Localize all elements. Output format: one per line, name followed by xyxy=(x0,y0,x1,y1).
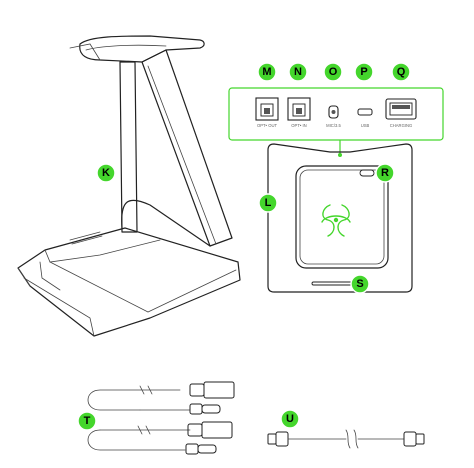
callout-t: T xyxy=(77,411,97,431)
optical-out-port: OPT• OUT xyxy=(255,97,279,128)
callout-u: U xyxy=(280,409,300,429)
optical-in-label: OPT• IN xyxy=(291,123,306,128)
port-panel: OPT• OUT OPT• IN MIC/3.5 USB CHARGING xyxy=(228,87,444,141)
usb-charging-label: CHARGING xyxy=(390,123,413,128)
callout-p: P xyxy=(354,62,374,82)
optical-cable xyxy=(267,429,425,449)
svg-text:M: M xyxy=(262,66,271,78)
callout-k: K xyxy=(96,163,116,183)
optical-in-port: OPT• IN xyxy=(287,97,311,128)
callout-s: S xyxy=(350,274,370,294)
svg-text:Q: Q xyxy=(397,66,406,78)
callout-n: N xyxy=(288,62,308,82)
micro-usb-port: USB xyxy=(357,108,373,128)
audio-jack-label: MIC/3.5 xyxy=(326,123,341,128)
svg-text:U: U xyxy=(286,413,294,425)
audio-jack-port: MIC/3.5 xyxy=(326,105,341,128)
svg-text:L: L xyxy=(265,197,272,209)
micro-usb-label: USB xyxy=(361,123,370,128)
callout-q: Q xyxy=(391,62,411,82)
usb-charging-port: CHARGING xyxy=(385,98,417,128)
svg-text:P: P xyxy=(360,66,367,78)
callout-o: O xyxy=(323,62,343,82)
callout-r: R xyxy=(375,163,395,183)
svg-text:T: T xyxy=(84,415,91,427)
callout-m: M xyxy=(257,62,277,82)
svg-text:R: R xyxy=(381,167,389,179)
usb-cable xyxy=(87,381,235,455)
optical-out-label: OPT• OUT xyxy=(257,123,278,128)
razer-logo-icon xyxy=(321,204,351,237)
svg-text:S: S xyxy=(356,278,363,290)
svg-text:K: K xyxy=(102,167,110,179)
svg-text:O: O xyxy=(329,66,338,78)
svg-text:N: N xyxy=(294,66,302,78)
base-top-view xyxy=(267,143,413,293)
headphone-stand xyxy=(17,35,241,337)
callout-l: L xyxy=(258,193,278,213)
